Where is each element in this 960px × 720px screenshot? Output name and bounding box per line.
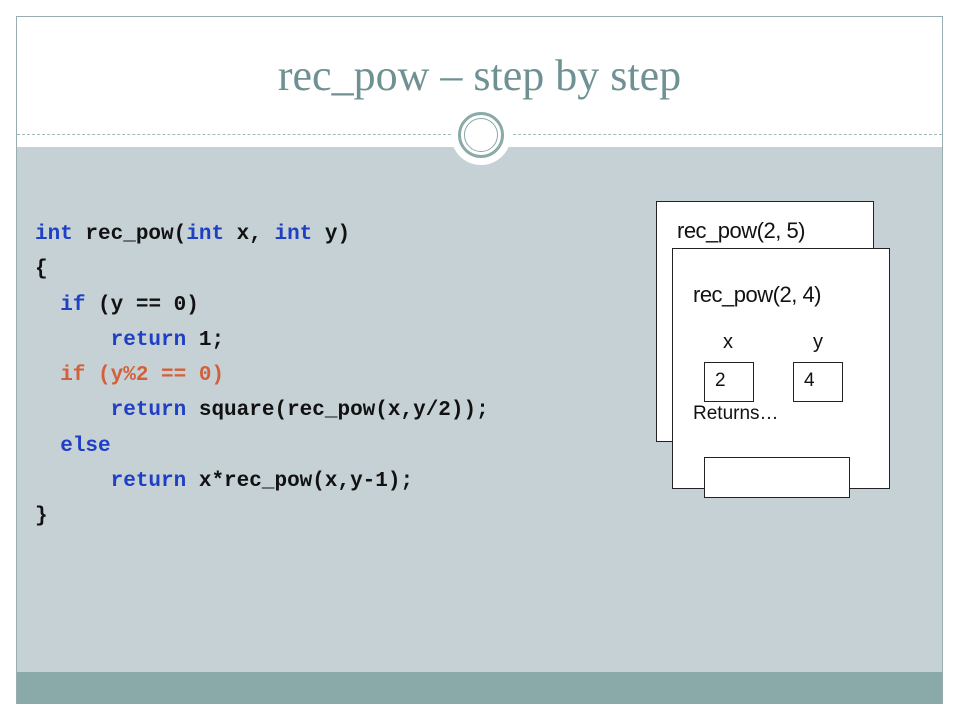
circle-ornament-icon: [451, 105, 511, 165]
slide-title: rec_pow – step by step: [277, 51, 682, 100]
code-highlighted: if (y%2 == 0): [35, 364, 225, 388]
code-text: rec_pow(: [72, 223, 187, 246]
code-keyword: if: [60, 293, 86, 317]
code-text: [35, 329, 111, 352]
code-keyword: int: [35, 223, 73, 246]
code-text: (y == 0): [85, 293, 199, 317]
code-line: return x*rec_pow(x,y-1);: [35, 464, 489, 499]
code-text: y): [312, 223, 351, 246]
code-line: int rec_pow(int x, int y): [35, 217, 489, 252]
stack-frame-inner: rec_pow(2, 4) x y 2 4 Returns…: [672, 248, 890, 498]
code-keyword: return: [110, 470, 187, 494]
code-text: {: [35, 258, 48, 282]
frame-title: rec_pow(2, 4): [693, 282, 822, 307]
code-line: else: [35, 429, 489, 464]
returns-value-box: [704, 457, 850, 498]
code-text: 1;: [186, 328, 225, 352]
code-keyword: else: [60, 434, 111, 458]
code-block: int rec_pow(int x, int y){ if (y == 0) r…: [35, 217, 489, 535]
code-text: [35, 470, 111, 493]
var-x-label: x: [723, 331, 733, 353]
code-text: x*rec_pow(x,y-1);: [186, 470, 414, 494]
code-text: x,: [224, 223, 275, 246]
var-y-value-box: 4: [793, 362, 843, 402]
code-line: {: [35, 252, 489, 287]
code-text: [35, 435, 60, 458]
code-keyword: return: [110, 399, 187, 423]
code-text: square(rec_pow(x,y/2));: [186, 399, 489, 423]
var-y-label: y: [813, 331, 823, 353]
var-x-value-box: 2: [704, 362, 754, 402]
code-keyword: int: [274, 223, 313, 246]
code-text: [35, 399, 111, 422]
returns-label: Returns…: [693, 403, 779, 424]
frame-title: rec_pow(2, 5): [677, 218, 806, 243]
code-text: }: [35, 505, 48, 529]
slide: rec_pow – step by step int rec_pow(int x…: [16, 16, 943, 704]
code-text: [35, 294, 60, 317]
code-keyword: return: [110, 328, 187, 352]
code-line: if (y%2 == 0): [35, 358, 489, 393]
code-keyword: int: [186, 223, 225, 246]
code-line: return square(rec_pow(x,y/2));: [35, 393, 489, 428]
footer-bar: [17, 672, 942, 704]
code-line: return 1;: [35, 323, 489, 358]
code-line: }: [35, 499, 489, 534]
code-line: if (y == 0): [35, 288, 489, 323]
